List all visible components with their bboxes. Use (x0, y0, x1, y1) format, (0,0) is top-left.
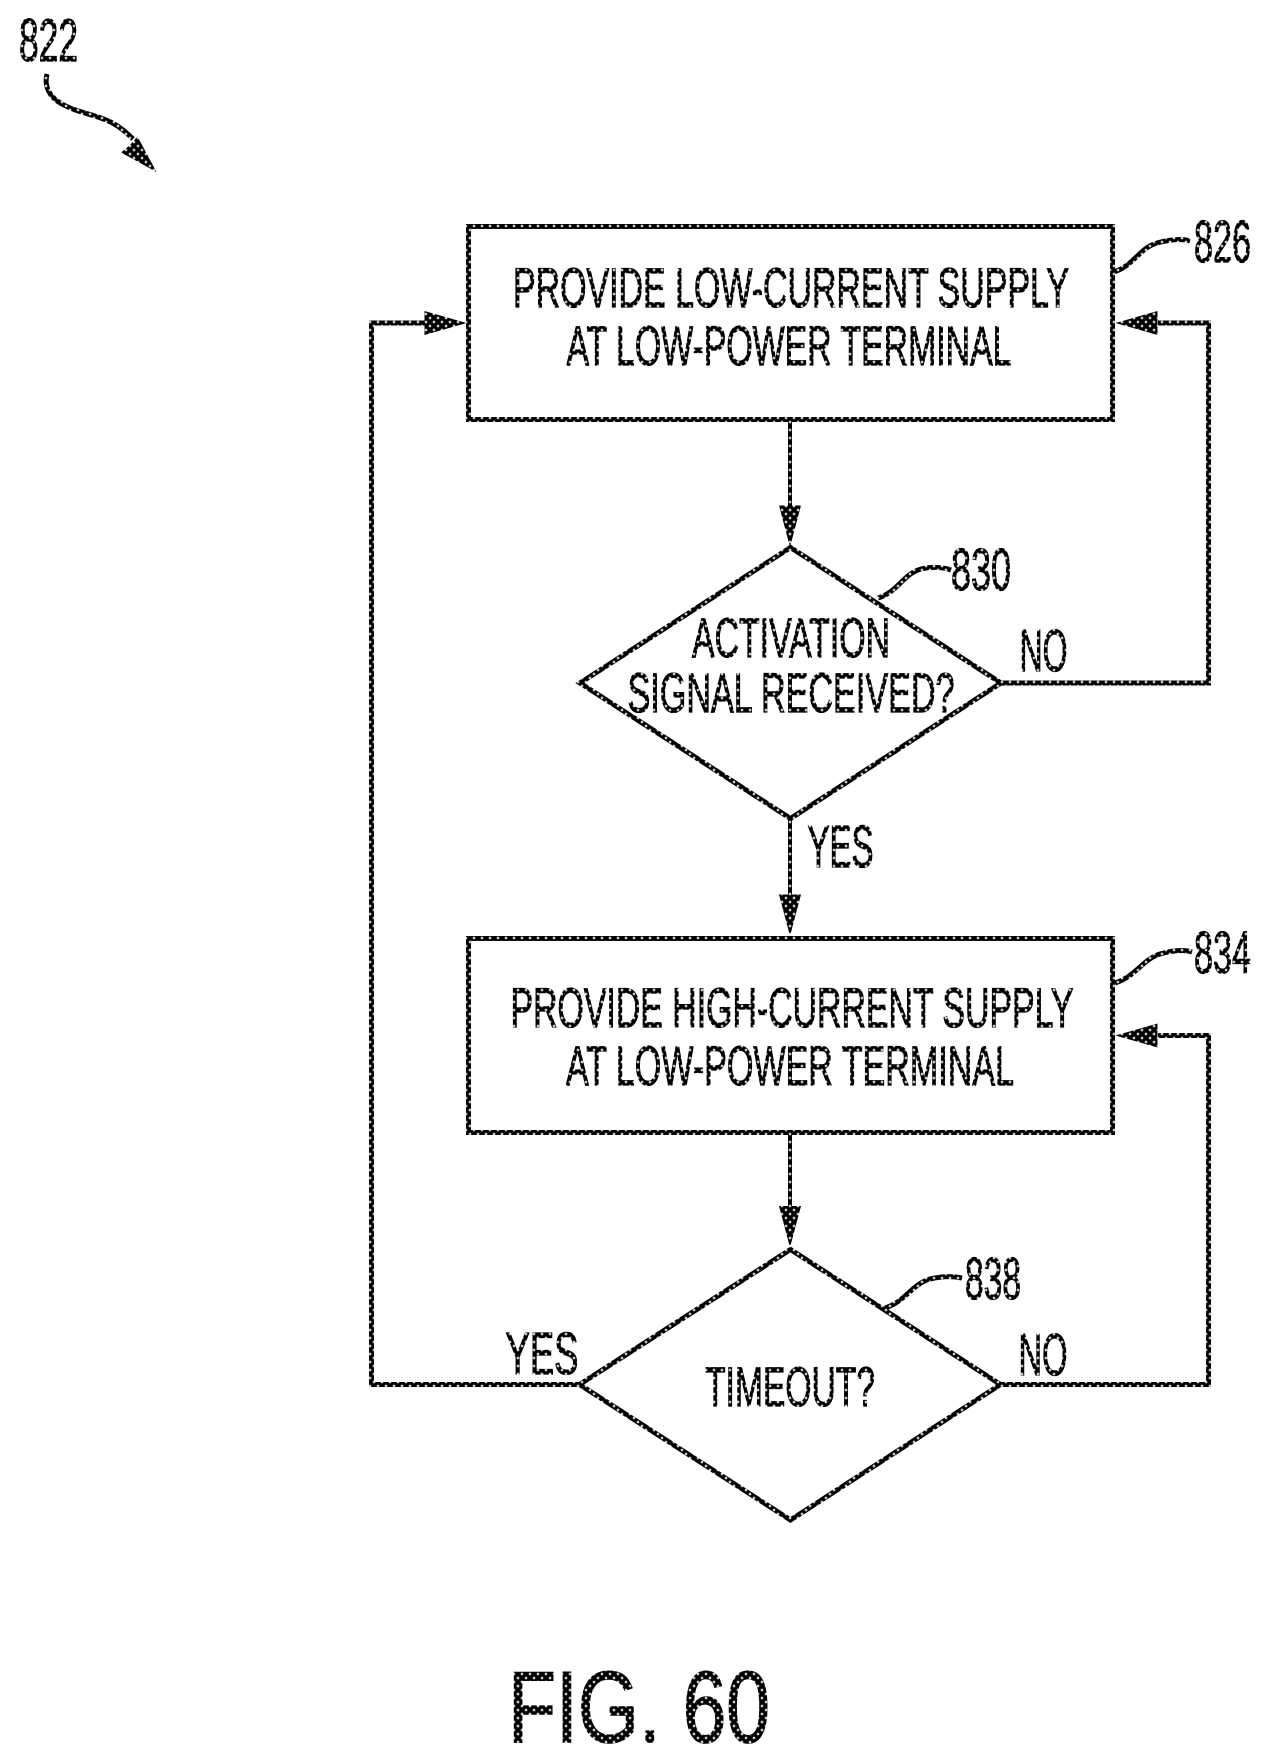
svg-text:YES: YES (506, 1321, 579, 1387)
svg-text:NO: NO (1019, 1322, 1068, 1388)
svg-text:PROVIDE HIGH-CURRENT SUPPLY: PROVIDE HIGH-CURRENT SUPPLY (511, 976, 1074, 1039)
svg-text:AT LOW-POWER TERMINAL: AT LOW-POWER TERMINAL (566, 1034, 1014, 1097)
svg-text:PROVIDE LOW-CURRENT SUPPLY: PROVIDE LOW-CURRENT SUPPLY (513, 256, 1069, 319)
svg-text:YES: YES (808, 814, 874, 880)
svg-text:822: 822 (19, 7, 78, 74)
svg-text:826: 826 (1194, 209, 1251, 275)
svg-text:SIGNAL RECEIVED?: SIGNAL RECEIVED? (628, 661, 955, 724)
svg-text:FIG. 60: FIG. 60 (508, 1652, 770, 1761)
svg-text:838: 838 (965, 1246, 1021, 1312)
svg-text:834: 834 (1194, 920, 1251, 986)
svg-text:830: 830 (951, 537, 1011, 603)
svg-text:TIMEOUT?: TIMEOUT? (705, 1355, 875, 1418)
svg-text:AT LOW-POWER TERMINAL: AT LOW-POWER TERMINAL (567, 314, 1012, 377)
svg-text:ACTIVATION: ACTIVATION (692, 606, 890, 669)
svg-text:NO: NO (1020, 618, 1068, 684)
